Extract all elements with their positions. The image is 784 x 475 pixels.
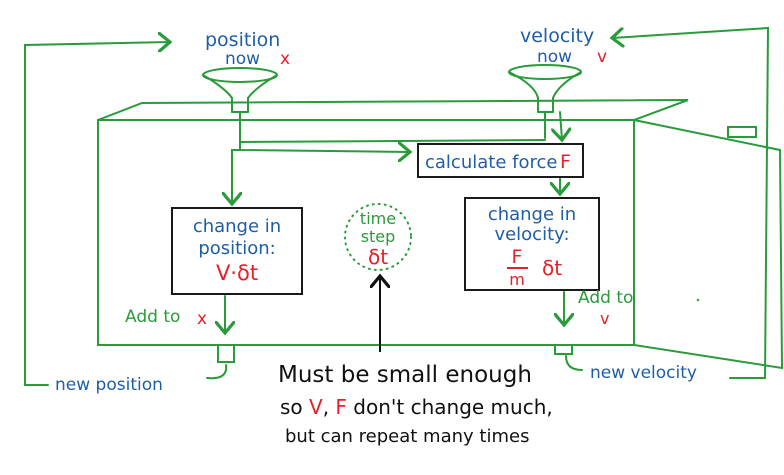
arrow-to-force	[239, 111, 410, 152]
calculate-force-box: calculate force F	[417, 143, 584, 178]
time-step-symbol: δt	[368, 245, 388, 269]
time-step-line1: time	[360, 209, 396, 228]
velocity-loop-arrow	[612, 26, 770, 379]
note-line2: so V, F don't change much,	[280, 395, 553, 419]
position-now-label: now	[225, 49, 260, 69]
add-to-v-label: Add to	[578, 288, 633, 308]
add-to-x-var: x	[197, 309, 207, 329]
position-formula: V·δt	[216, 261, 258, 285]
add-to-v-var: v	[600, 309, 609, 328]
new-position-label: new position	[55, 375, 163, 395]
arrow-velocity-in	[544, 111, 562, 140]
velocity-box-line1: change in	[488, 204, 576, 225]
velocity-box-line2: velocity:	[494, 224, 569, 245]
arrow-to-position-box	[232, 149, 240, 204]
new-velocity-label: new velocity	[590, 363, 697, 383]
velocity-numerator: F	[512, 246, 523, 268]
position-loop-arrow	[24, 42, 170, 386]
position-label: position	[205, 29, 280, 51]
velocity-var: v	[597, 47, 607, 67]
add-to-x-label: Add to	[125, 307, 180, 327]
machine-box	[97, 99, 784, 370]
velocity-outlet	[554, 344, 573, 355]
position-box-line2: position:	[198, 238, 275, 259]
position-outlet	[217, 344, 235, 363]
position-funnel	[202, 67, 278, 113]
change-in-velocity-box: change in velocity: F m δt	[464, 197, 600, 291]
position-var: x	[280, 49, 290, 69]
door-hinge	[727, 126, 757, 138]
machine-door	[633, 119, 784, 370]
note-line1: Must be small enough	[278, 362, 532, 388]
time-step-line2: step	[361, 227, 396, 246]
change-in-position-box: change in position: V·δt	[171, 207, 303, 295]
time-step-circle: time step δt	[344, 203, 412, 271]
position-box-line1: change in	[193, 216, 281, 237]
force-label: calculate force	[425, 152, 557, 173]
velocity-funnel	[508, 64, 582, 113]
velocity-dt: δt	[542, 256, 562, 280]
force-var: F	[560, 151, 571, 173]
velocity-label: velocity	[520, 25, 594, 47]
note-line3: but can repeat many times	[285, 426, 529, 447]
velocity-now-label: now	[537, 47, 572, 67]
velocity-denominator: m	[509, 270, 525, 289]
